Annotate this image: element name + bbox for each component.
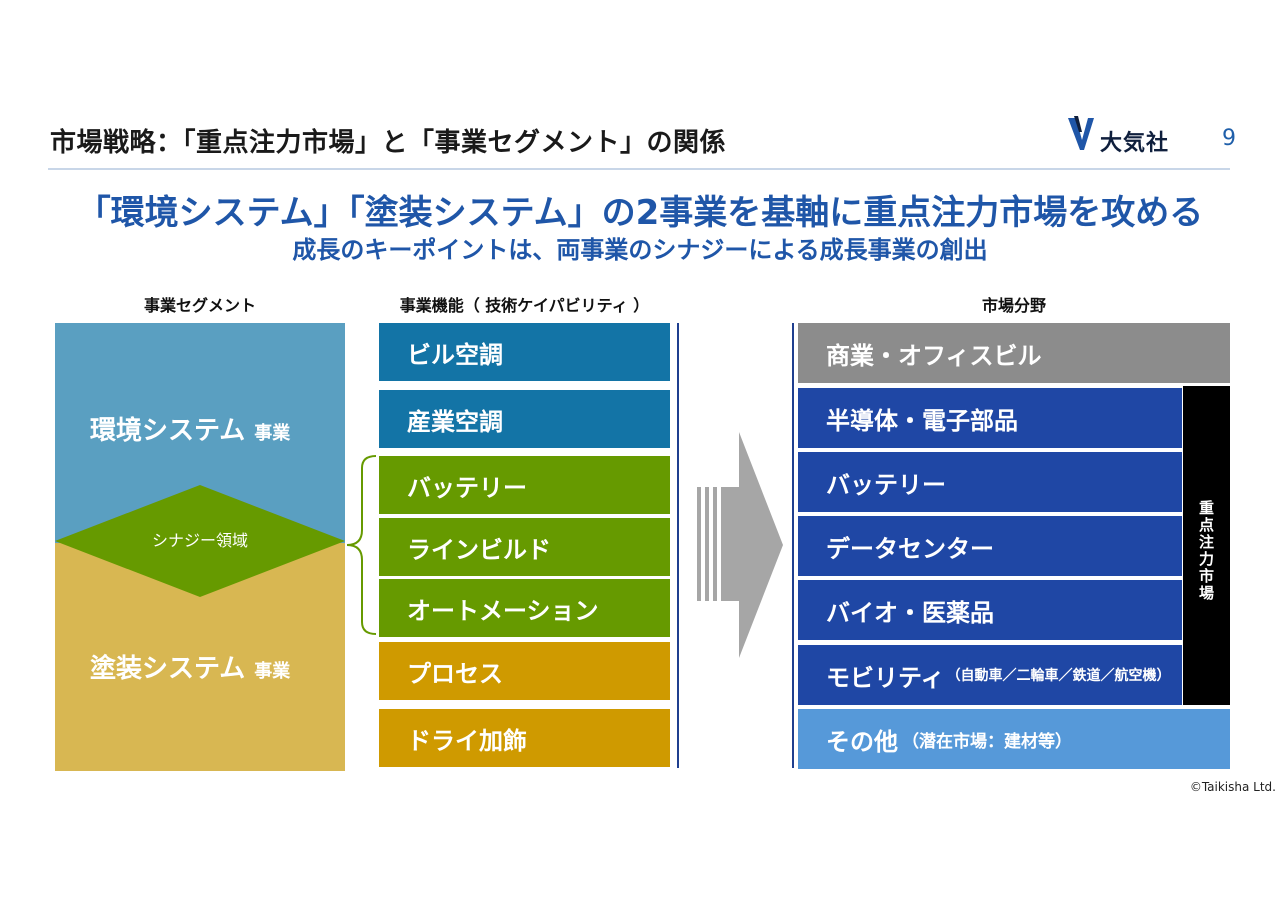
function-building-hvac: ビル空調 <box>379 323 670 381</box>
market-column-divider <box>792 323 794 768</box>
function-line-build: ラインビルド <box>379 518 670 576</box>
column-header-segment: 事業セグメント <box>143 296 256 315</box>
function-automation: オートメーション <box>379 579 670 637</box>
column-header-function: 事業機能（ 技術ケイパビリティ ） <box>399 296 650 315</box>
segment-painting-label: 塗装システム 事業 <box>90 654 291 684</box>
title-divider <box>48 168 1230 170</box>
column-header-market: 市場分野 <box>981 296 1046 315</box>
focus-market-bar <box>1183 386 1230 705</box>
headline: 「環境システム」「塗装システム」の2事業を基軸に重点注力市場を攻める <box>76 193 1204 233</box>
market-mobility: モビリティ（自動車／二輪車／鉄道／航空機） <box>798 645 1182 705</box>
market-semiconductor: 半導体・電子部品 <box>798 388 1182 448</box>
function-column-divider <box>677 323 679 768</box>
function-dry-decoration: ドライ加飾 <box>379 709 670 767</box>
page-title: 市場戦略：「重点注力市場」と「事業セグメント」の関係 <box>50 128 727 158</box>
segment-environment-label: 環境システム 事業 <box>90 416 291 446</box>
market-data-center: データセンター <box>798 516 1182 576</box>
subheadline: 成長のキーポイントは、両事業のシナジーによる成長事業の創出 <box>292 236 988 264</box>
taikisha-logo-icon <box>1068 116 1094 150</box>
synergy-brace-icon <box>346 455 377 635</box>
market-bio-pharma: バイオ・医薬品 <box>798 580 1182 640</box>
logo-text: 大気社 <box>1100 131 1170 156</box>
focus-market-label: 重 点 注 力 市 場 <box>1198 499 1214 602</box>
page-number: 9 <box>1222 126 1236 151</box>
copyright: ©Taikisha Ltd. <box>1189 780 1276 794</box>
market-battery: バッテリー <box>798 452 1182 512</box>
function-process: プロセス <box>379 642 670 700</box>
function-battery: バッテリー <box>379 456 670 514</box>
synergy-diamond <box>55 485 345 597</box>
arrow-right-icon <box>697 432 783 658</box>
function-industrial-hvac: 産業空調 <box>379 390 670 448</box>
synergy-label: シナジー領域 <box>151 531 248 550</box>
market-commercial-office: 商業・オフィスビル <box>798 323 1230 383</box>
market-other: その他（潜在市場：建材等） <box>798 709 1230 769</box>
